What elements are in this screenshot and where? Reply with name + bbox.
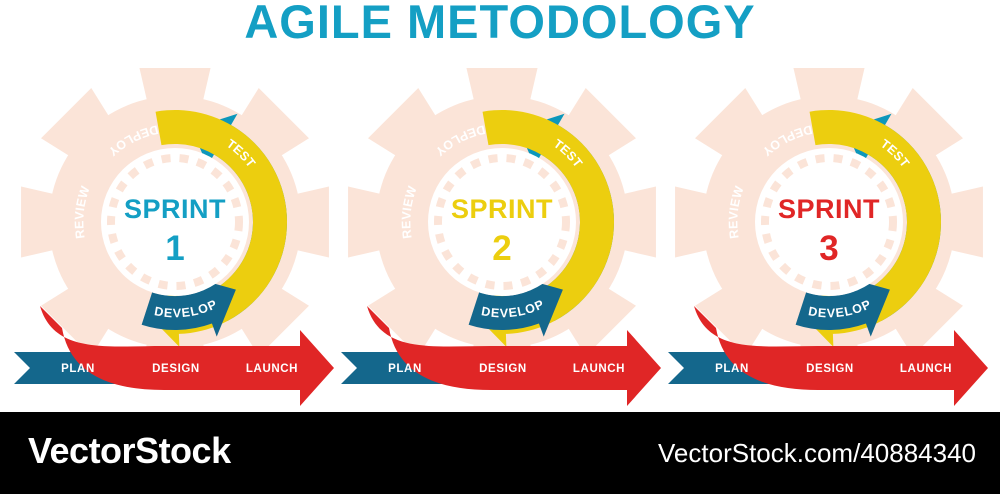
- bar-label-launch-2: LAUNCH: [573, 363, 625, 375]
- stage-bar-1: PLAN DESIGN LAUNCH: [14, 306, 334, 406]
- sprint-number-1: 1: [165, 229, 184, 268]
- arc-develop-2: [468, 278, 563, 337]
- sprint-number-3: 3: [819, 229, 838, 268]
- arc-develop-1: [141, 278, 236, 337]
- sprint-word-2: SPRINT: [451, 194, 553, 224]
- bar-label-design-2: DESIGN: [479, 363, 527, 375]
- watermark-footer: VectorStock VectorStock.com/40884340: [0, 412, 1000, 494]
- bar-label-launch-3: LAUNCH: [900, 363, 952, 375]
- sprint-word-3: SPRINT: [778, 194, 880, 224]
- arc-develop-3: [795, 278, 890, 337]
- vectorstock-url: VectorStock.com/40884340: [658, 438, 976, 468]
- bar-label-design-3: DESIGN: [806, 363, 854, 375]
- design-launch-arrow-1: [40, 306, 334, 406]
- vectorstock-brand: VectorStock: [28, 430, 231, 471]
- bar-label-design-1: DESIGN: [152, 363, 200, 375]
- arc-deploy-review-2: [472, 109, 615, 347]
- design-launch-arrow-2: [367, 306, 661, 406]
- bar-label-plan-1: PLAN: [61, 363, 95, 375]
- stage-bar-2: PLAN DESIGN LAUNCH: [341, 306, 661, 406]
- bar-label-plan-2: PLAN: [388, 363, 422, 375]
- page-title: AGILE METODOLOGY: [244, 0, 756, 48]
- arc-deploy-review-3: [799, 109, 942, 347]
- arc-deploy-review-1: [145, 109, 288, 347]
- sprint-word-1: SPRINT: [124, 194, 226, 224]
- design-launch-arrow-3: [694, 306, 988, 406]
- stage-bar-3: PLAN DESIGN LAUNCH: [668, 306, 988, 406]
- sprint-number-2: 2: [492, 229, 511, 268]
- bar-label-launch-1: LAUNCH: [246, 363, 298, 375]
- bar-label-plan-3: PLAN: [715, 363, 749, 375]
